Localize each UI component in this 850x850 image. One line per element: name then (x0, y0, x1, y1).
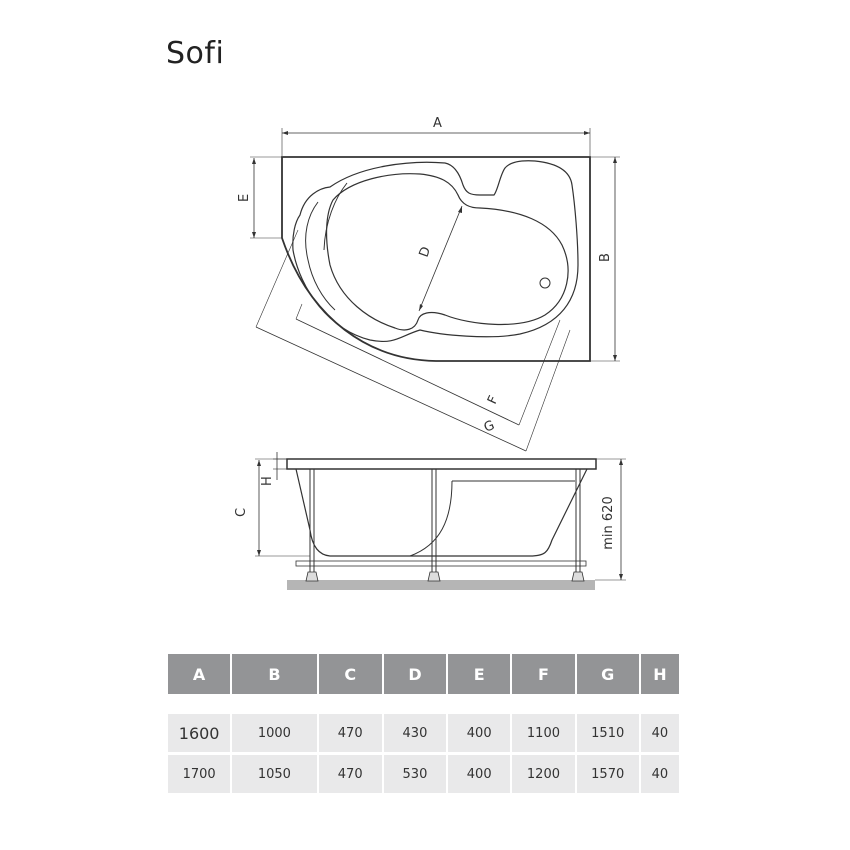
table-header-row: A B C D E F G H (168, 654, 679, 694)
dim-label-a: A (433, 116, 442, 131)
column-header-e: E (448, 654, 511, 694)
product-title: Sofi (166, 36, 225, 71)
table-spacer (168, 694, 679, 714)
column-header-d: D (383, 654, 447, 694)
cell-a: 1700 (168, 755, 231, 793)
cell-f: 1100 (512, 714, 575, 755)
cell-b: 1050 (232, 755, 317, 793)
cell-g: 1570 (576, 755, 639, 793)
dim-label-c: C (234, 508, 249, 517)
dim-label-h: H (260, 476, 275, 486)
column-header-g: G (576, 654, 639, 694)
table-row: 1600 1000 470 430 400 1100 1510 40 (168, 714, 679, 755)
cell-h: 40 (640, 714, 679, 755)
cell-c: 470 (318, 714, 382, 755)
side-view (255, 452, 626, 590)
cell-e: 400 (448, 755, 511, 793)
cell-f: 1200 (512, 755, 575, 793)
top-view (250, 128, 620, 452)
cell-e: 400 (448, 714, 511, 755)
column-header-h: H (640, 654, 679, 694)
cell-c: 470 (318, 755, 382, 793)
dim-label-min-height: min 620 (601, 496, 616, 549)
column-header-a: A (168, 654, 231, 694)
cell-g: 1510 (576, 714, 639, 755)
cell-a: 1600 (168, 714, 231, 755)
dim-label-b: B (598, 253, 613, 262)
table-row: 1700 1050 470 530 400 1200 1570 40 (168, 755, 679, 793)
dim-label-e: E (237, 194, 252, 202)
column-header-b: B (232, 654, 317, 694)
column-header-c: C (318, 654, 382, 694)
dimensions-table: A B C D E F G H 1600 1000 470 430 400 11… (166, 654, 681, 793)
bathtub-technical-drawing: A B E D F G C H min 620 (234, 116, 626, 590)
cell-b: 1000 (232, 714, 317, 755)
cell-h: 40 (640, 755, 679, 793)
dim-label-d: D (417, 245, 435, 260)
dim-label-f: F (485, 394, 502, 407)
dim-label-g: G (482, 418, 497, 436)
cell-d: 530 (383, 755, 447, 793)
cell-d: 430 (383, 714, 447, 755)
column-header-f: F (512, 654, 575, 694)
